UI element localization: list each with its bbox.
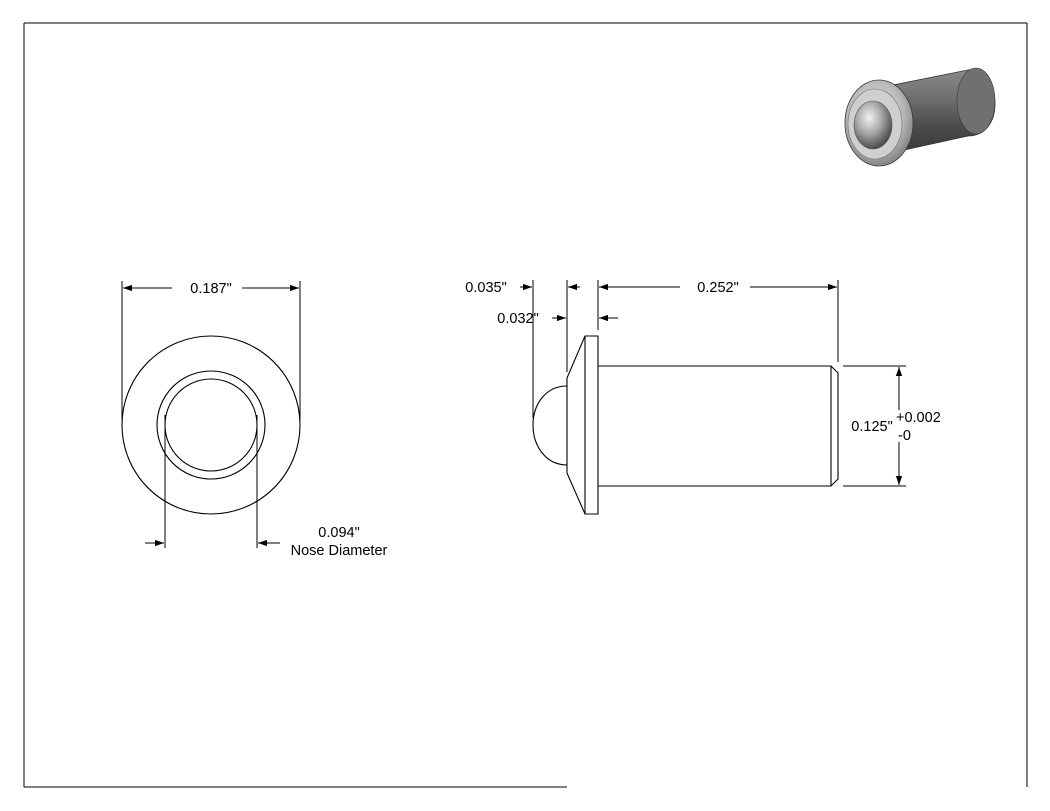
flange-outer-circle: [121, 335, 301, 515]
ball-dome: [532, 385, 568, 466]
tolerance-plus-label: +0.002: [896, 410, 941, 426]
front-view: 0.187" 0.094" Nose Diameter: [121, 281, 388, 559]
nose-inner-circle: [164, 378, 258, 472]
side-view: 0.035" 0.032" 0.252" 0.125" +0.002 -0: [465, 280, 941, 515]
flange-thickness-label: 0.035": [465, 280, 506, 296]
tolerance-minus-label: -0: [898, 428, 911, 444]
iso-body-end: [956, 67, 996, 135]
body-diameter-label: 0.125": [851, 419, 892, 435]
nose-diameter-label: Nose Diameter: [291, 543, 388, 559]
flange-profile: [566, 335, 599, 515]
nose-outer-circle: [156, 370, 266, 480]
nose-diameter-value: 0.094": [318, 525, 359, 541]
body-profile: [598, 365, 839, 487]
iso-ball: [853, 100, 893, 150]
sheet-border: [23, 22, 1028, 788]
chamfer-label: 0.032": [497, 311, 538, 327]
isometric-part-view: [844, 67, 996, 167]
body-length-label: 0.252": [697, 280, 738, 296]
outer-diameter-label: 0.187": [190, 281, 231, 297]
